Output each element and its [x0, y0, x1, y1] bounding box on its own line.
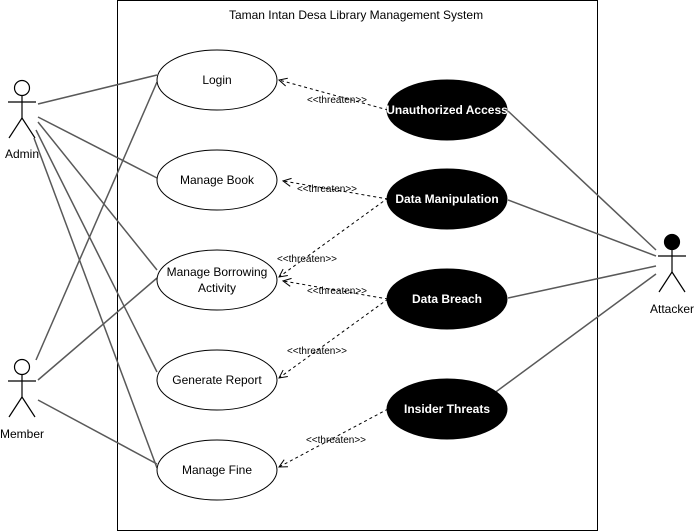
use-case-manage-book: Manage Book [156, 149, 278, 211]
misuse-case-label: Data Manipulation [395, 192, 498, 206]
threaten-dependencies [279, 80, 389, 467]
use-case-login: Login [156, 49, 278, 111]
use-case-manage-fine: Manage Fine [156, 439, 278, 501]
actor-admin: Admin [5, 79, 39, 161]
use-case-label: Manage Fine [182, 463, 252, 477]
use-case-label: Manage Book [180, 173, 255, 187]
member-associations [35, 81, 158, 465]
stick-figure-icon [658, 233, 686, 293]
misuse-case-label: Data Breach [412, 292, 482, 306]
actor-label: Admin [5, 147, 39, 161]
threaten-label: <<threaten>> [306, 435, 366, 446]
actor-label: Attacker [650, 302, 694, 316]
misuse-case-data-breach: Data Breach [386, 268, 508, 330]
actor-attacker: Attacker [650, 233, 694, 316]
misuse-case-label: Insider Threats [404, 402, 490, 416]
threaten-label: <<threaten>> [307, 286, 367, 297]
system-boundary [117, 0, 598, 531]
threaten-label: <<threaten>> [297, 184, 357, 195]
misuse-case-data-manipulation: Data Manipulation [386, 168, 508, 230]
misuse-case-unauthorized-access: Unauthorized Access [386, 79, 508, 141]
use-case-label-line2: Activity [198, 281, 236, 295]
actor-member: Member [0, 358, 44, 441]
use-case-label-line1: Manage Borrowing [167, 265, 268, 279]
admin-associations [33, 74, 158, 469]
threaten-label: <<threaten>> [307, 95, 367, 106]
stick-figure-icon [8, 358, 36, 418]
actor-label: Member [0, 427, 44, 441]
use-case-manage-borrowing-activity: Manage Borrowing Activity [156, 249, 278, 311]
misuse-case-label: Unauthorized Access [386, 103, 508, 117]
use-case-generate-report: Generate Report [156, 349, 278, 411]
stick-figure-icon [8, 79, 36, 139]
threaten-labels: <<threaten>> <<threaten>> <<threaten>> <… [277, 95, 367, 446]
attacker-associations [492, 110, 657, 395]
system-title: Taman Intan Desa Library Management Syst… [229, 8, 483, 22]
use-case-label: Login [202, 73, 231, 87]
use-case-label: Generate Report [172, 373, 262, 387]
misuse-case-insider-threats: Insider Threats [386, 378, 508, 440]
threaten-label: <<threaten>> [287, 346, 347, 357]
threaten-label: <<threaten>> [277, 254, 337, 265]
